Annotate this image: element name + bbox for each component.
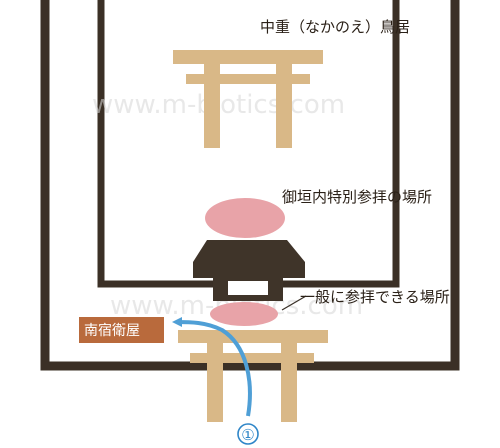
naka-torii-label: 中重（なかのえ）鳥居 [260, 18, 410, 36]
ippan-area [210, 302, 278, 326]
minami-shukueiya-badge [79, 317, 164, 343]
goshinai-label: 御垣内特別参拝の場所 [282, 188, 432, 206]
ippan-label: 一般に参拝できる場所 [300, 288, 450, 306]
ippan-callout-line [281, 295, 307, 311]
goshinai-area [205, 198, 285, 238]
route-number-circle [237, 423, 259, 445]
torii-gate-outer [178, 330, 328, 422]
torii-gate-icon [173, 50, 323, 148]
shrine-building [193, 240, 305, 301]
curved-arrow-icon [172, 317, 252, 417]
route-number: ① [241, 426, 254, 444]
outer-wall [40, 0, 460, 371]
minami-shukueiya-label: 南宿衛屋 [84, 322, 140, 339]
